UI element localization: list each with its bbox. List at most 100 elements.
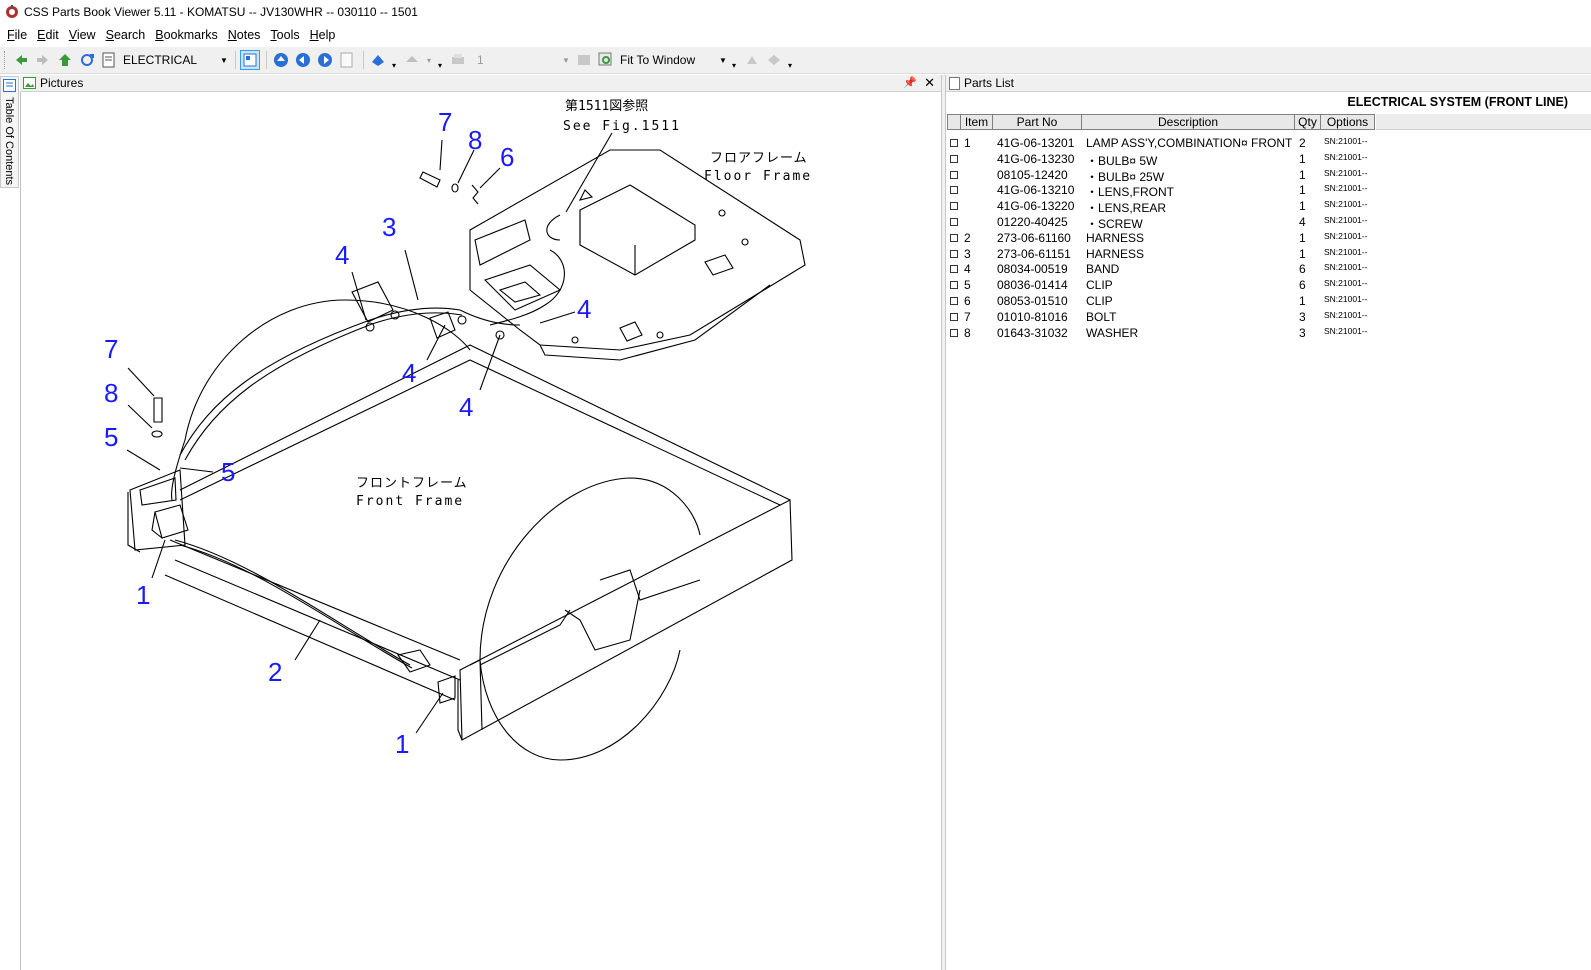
callout-8-left[interactable]: 8 bbox=[104, 378, 118, 408]
dropdown-icon[interactable]: ▾ bbox=[426, 55, 431, 65]
callout-7-left[interactable]: 7 bbox=[104, 334, 118, 364]
column-header-options[interactable]: Options bbox=[1321, 114, 1375, 130]
close-icon[interactable]: ✕ bbox=[924, 75, 935, 90]
panel-splitter[interactable] bbox=[941, 75, 946, 970]
row-checkbox[interactable] bbox=[950, 233, 958, 242]
front-frame-rail-top bbox=[179, 344, 791, 501]
up-arrow-icon[interactable] bbox=[271, 50, 291, 70]
callout-4a[interactable]: 4 bbox=[335, 240, 349, 270]
callout-3[interactable]: 3 bbox=[382, 212, 396, 242]
row-checkbox[interactable] bbox=[950, 281, 958, 290]
parts-diagram[interactable]: 第1511図参照 See Fig.1511 フロアフレーム Floor Fram… bbox=[21, 93, 940, 970]
next-icon[interactable] bbox=[315, 50, 335, 70]
row-checkbox[interactable] bbox=[950, 249, 958, 258]
callout-1-right[interactable]: 1 bbox=[395, 729, 409, 759]
zoom-icon[interactable] bbox=[596, 50, 616, 70]
callout-5-left[interactable]: 5 bbox=[104, 422, 118, 452]
forward-icon[interactable] bbox=[33, 50, 53, 70]
toolbar-grip[interactable] bbox=[4, 51, 7, 69]
callout-4d[interactable]: 4 bbox=[459, 392, 473, 422]
row-checkbox[interactable] bbox=[950, 139, 958, 147]
row-checkbox[interactable] bbox=[950, 154, 958, 163]
column-header-part-no[interactable]: Part No bbox=[993, 114, 1082, 130]
row-checkbox[interactable] bbox=[950, 170, 958, 179]
home-up-icon[interactable] bbox=[55, 50, 75, 70]
callout-4c[interactable]: 4 bbox=[402, 358, 416, 388]
callout-8-top[interactable]: 8 bbox=[468, 125, 482, 155]
previous-icon[interactable] bbox=[293, 50, 313, 70]
menu-view[interactable]: View bbox=[68, 28, 96, 42]
chevron-down-icon: ▼ bbox=[220, 55, 228, 65]
section-title: ELECTRICAL SYSTEM (FRONT LINE) bbox=[1347, 95, 1568, 109]
refresh-icon[interactable] bbox=[77, 50, 97, 70]
tool-a-icon[interactable] bbox=[742, 50, 762, 70]
row-checkbox[interactable] bbox=[950, 218, 958, 226]
row-checkbox[interactable] bbox=[950, 328, 958, 337]
column-header-item[interactable]: Item bbox=[961, 114, 993, 130]
pictures-canvas[interactable]: 第1511図参照 See Fig.1511 フロアフレーム Floor Fram… bbox=[21, 93, 940, 970]
table-of-contents-label: Table Of Contents bbox=[3, 97, 15, 186]
row-checkbox[interactable] bbox=[950, 265, 958, 274]
note-icon[interactable] bbox=[402, 50, 422, 70]
callout-4b[interactable]: 4 bbox=[577, 294, 591, 324]
cell-part-no: 08034-00519 bbox=[997, 262, 1068, 277]
row-checkbox[interactable] bbox=[950, 186, 958, 195]
callout-6[interactable]: 6 bbox=[500, 142, 514, 172]
cell-options: SN:21001-- bbox=[1324, 167, 1368, 178]
menu-bookmarks[interactable]: Bookmarks bbox=[155, 28, 218, 42]
print-icon[interactable] bbox=[448, 50, 468, 70]
menu-help[interactable]: Help bbox=[309, 28, 336, 42]
callout-5-right[interactable]: 5 bbox=[221, 457, 235, 487]
toolbar-overflow-icon[interactable]: ▾ bbox=[391, 61, 396, 70]
picture-view-icon[interactable] bbox=[240, 50, 260, 70]
column-header-description[interactable]: Description bbox=[1082, 114, 1295, 130]
zoom-select[interactable]: Fit To Window ▼ bbox=[618, 50, 730, 70]
table-of-contents-tab[interactable]: Table Of Contents bbox=[0, 76, 19, 188]
row-checkbox[interactable] bbox=[950, 202, 958, 211]
cell-options: SN:21001-- bbox=[1324, 183, 1368, 194]
toolbar-overflow-icon[interactable]: ▾ bbox=[437, 61, 442, 70]
book-select[interactable]: ELECTRICAL ▼ bbox=[121, 50, 231, 70]
front-frame-en: Front Frame bbox=[356, 494, 464, 509]
toolbar-overflow-icon[interactable]: ▾ bbox=[787, 61, 792, 70]
page-number-field[interactable]: 1 ▼ bbox=[470, 50, 574, 70]
cell-qty: 1 bbox=[1299, 246, 1306, 261]
pin-icon[interactable]: 📌 bbox=[903, 77, 917, 89]
tool-b-icon[interactable] bbox=[764, 50, 784, 70]
callout-1-left[interactable]: 1 bbox=[136, 580, 150, 610]
row-checkbox[interactable] bbox=[950, 297, 958, 305]
menu-tools[interactable]: Tools bbox=[270, 28, 300, 42]
toolbar-overflow-icon[interactable]: ▾ bbox=[731, 61, 736, 70]
menu-notes[interactable]: Notes bbox=[227, 28, 261, 42]
cell-options: SN:21001-- bbox=[1324, 246, 1368, 257]
bookmark-icon[interactable] bbox=[368, 50, 388, 70]
chevron-down-icon: ▼ bbox=[719, 55, 727, 65]
column-header-qty[interactable]: Qty bbox=[1295, 114, 1321, 130]
cell-options: SN:21001-- bbox=[1324, 294, 1368, 304]
menu-edit[interactable]: Edit bbox=[37, 28, 59, 42]
bolt-7-top bbox=[419, 171, 441, 188]
menu-search[interactable]: Search bbox=[105, 28, 146, 42]
callout-2[interactable]: 2 bbox=[268, 657, 282, 687]
row-checkbox[interactable] bbox=[950, 312, 958, 321]
cell-description: WASHER bbox=[1086, 325, 1139, 340]
back-icon[interactable] bbox=[11, 50, 31, 70]
callout-7-top[interactable]: 7 bbox=[438, 107, 452, 137]
zoom-area-icon[interactable] bbox=[574, 50, 594, 70]
menu-file[interactable]: File bbox=[7, 28, 28, 42]
page-icon[interactable] bbox=[337, 50, 357, 70]
front-frame-left-end bbox=[129, 469, 186, 551]
